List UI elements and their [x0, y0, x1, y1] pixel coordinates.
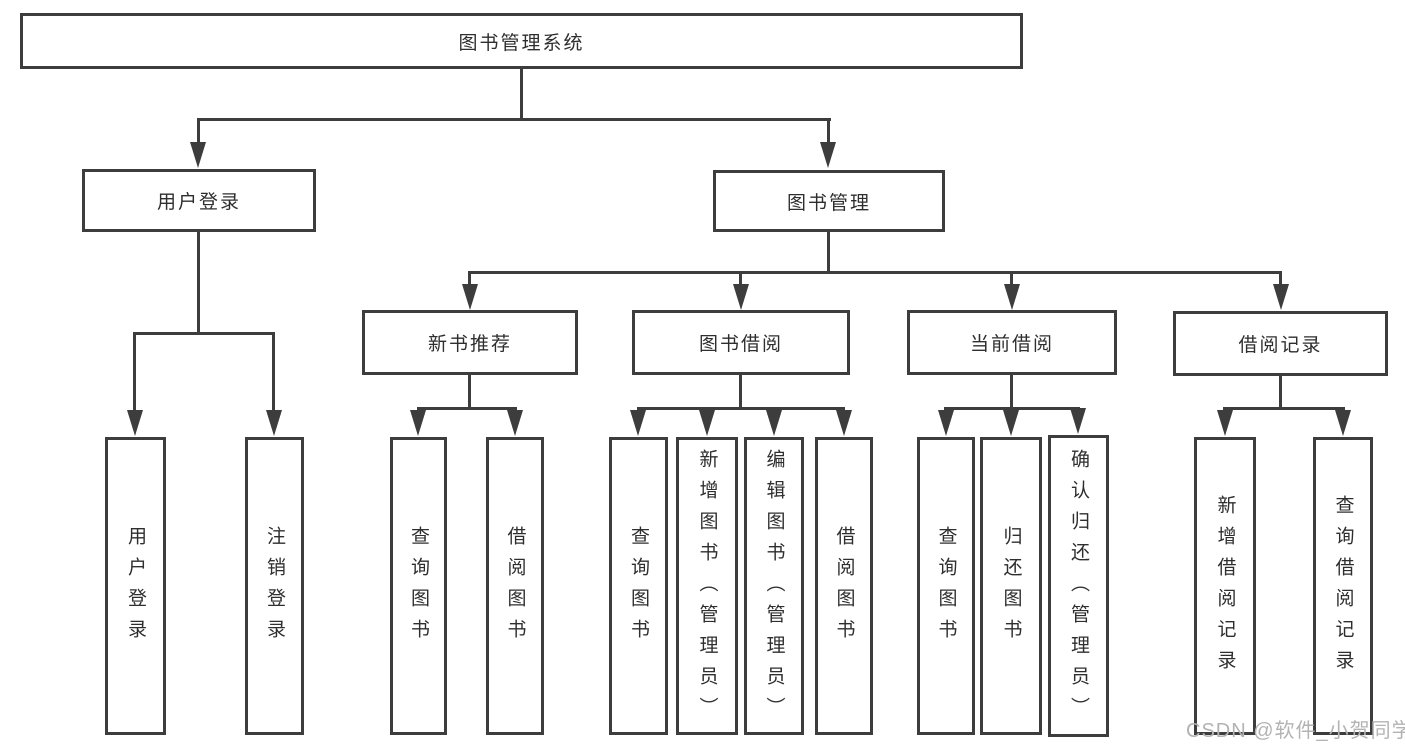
- arrowhead-icon: [1217, 410, 1233, 436]
- leaf-add-borrow-record: 新增借阅记录: [1194, 437, 1256, 735]
- arrowhead-icon: [1273, 284, 1289, 310]
- arrowhead-icon: [1003, 410, 1019, 436]
- arrowhead-icon: [127, 410, 143, 436]
- arrowhead-icon: [1004, 284, 1020, 310]
- arrowhead-icon: [410, 410, 426, 436]
- connector-userlogin-right-stem: [272, 332, 275, 412]
- connector-borrow-hbar: [637, 407, 845, 410]
- leaf-query-borrow-record: 查询借阅记录: [1313, 437, 1373, 735]
- connector-userlogin-left-stem: [133, 332, 136, 412]
- leaf-user-login: 用户登录: [105, 437, 166, 735]
- arrowhead-icon: [938, 410, 954, 436]
- leaf-return-books: 归还图书: [980, 437, 1042, 735]
- arrowhead-icon: [699, 410, 715, 436]
- node-book-management: 图书管理: [713, 170, 945, 232]
- connector-current-trunk: [1010, 373, 1013, 410]
- leaf-logout: 注销登录: [245, 437, 304, 735]
- connector-userlogin-hbar: [133, 332, 275, 335]
- leaf-borrow-books: 借阅图书: [815, 437, 873, 735]
- connector-bookmgmt-stem: [468, 271, 471, 287]
- node-borrow-records: 借阅记录: [1173, 311, 1388, 376]
- connector-root-right-stem: [827, 118, 830, 146]
- leaf-confirm-return-admin: 确认归还（管理员）: [1048, 435, 1109, 737]
- arrowhead-icon: [630, 410, 646, 436]
- connector-records-hbar: [1223, 407, 1345, 410]
- connector-records-trunk: [1279, 374, 1282, 410]
- arrowhead-icon: [836, 410, 852, 436]
- csdn-watermark: CSDN @软件_小贺同学: [1186, 720, 1405, 742]
- arrowhead-icon: [1335, 410, 1351, 436]
- connector-borrow-trunk: [739, 373, 742, 410]
- arrowhead-icon: [266, 410, 282, 436]
- leaf-recommend-query-books: 查询图书: [390, 437, 447, 735]
- arrowhead-icon: [1070, 408, 1086, 434]
- arrowhead-icon: [820, 142, 836, 168]
- connector-userlogin-trunk: [197, 231, 200, 335]
- arrowhead-icon: [462, 284, 478, 310]
- connector-root-left-stem: [197, 118, 200, 146]
- connector-root-hbar: [197, 118, 831, 121]
- connector-bookmgmt-trunk: [827, 231, 830, 274]
- connector-root-trunk: [520, 69, 523, 121]
- arrowhead-icon: [766, 410, 782, 436]
- leaf-edit-books-admin: 编辑图书（管理员）: [744, 437, 804, 735]
- leaf-current-query-books: 查询图书: [917, 437, 975, 735]
- connector-bookmgmt-stem: [1279, 271, 1282, 287]
- node-new-book-recommend: 新书推荐: [362, 310, 578, 375]
- leaf-add-books-admin: 新增图书（管理员）: [676, 437, 738, 735]
- connector-bookmgmt-stem: [739, 271, 742, 287]
- node-user-login: 用户登录: [82, 169, 316, 232]
- connector-current-hbar: [944, 407, 1080, 410]
- node-book-borrow: 图书借阅: [632, 310, 850, 375]
- connector-bookmgmt-hbar: [468, 271, 1282, 274]
- leaf-recommend-borrow-books: 借阅图书: [486, 437, 544, 735]
- connector-bookmgmt-stem: [1010, 271, 1013, 287]
- arrowhead-icon: [507, 410, 523, 436]
- arrowhead-icon: [190, 142, 206, 168]
- node-current-borrow: 当前借阅: [907, 310, 1117, 375]
- connector-recommend-hbar: [417, 407, 517, 410]
- connector-recommend-trunk: [468, 373, 471, 410]
- leaf-borrow-query-books: 查询图书: [609, 437, 668, 735]
- node-library-system: 图书管理系统: [20, 13, 1023, 69]
- arrowhead-icon: [733, 284, 749, 310]
